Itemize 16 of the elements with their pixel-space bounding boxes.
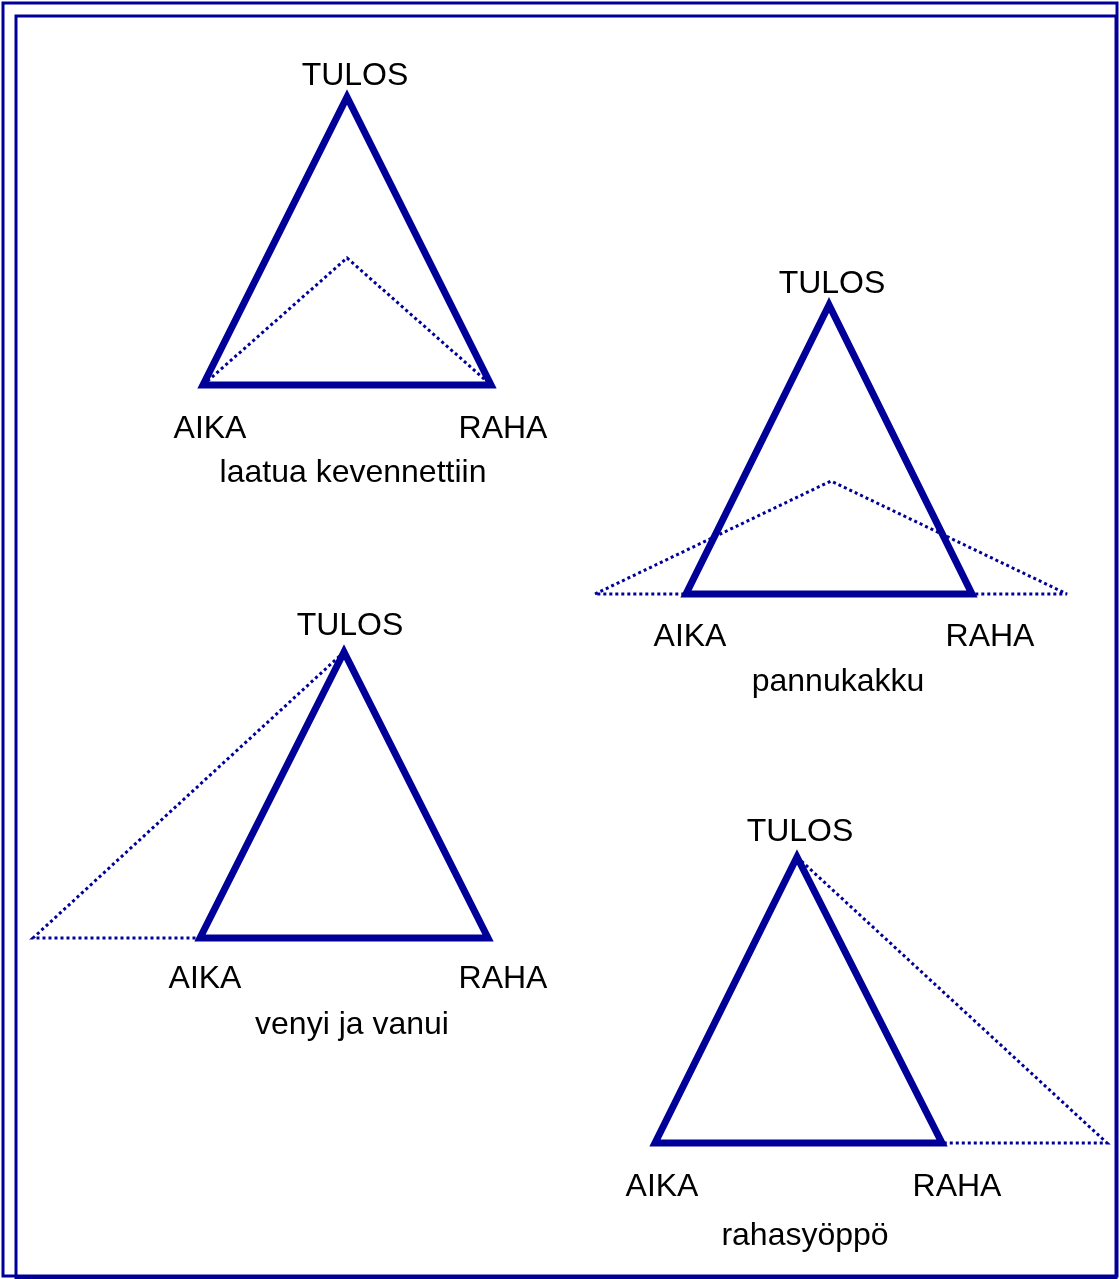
vertex-label: RAHA	[458, 410, 548, 446]
vertex-label: AIKA	[625, 1168, 699, 1204]
vertex-label: RAHA	[945, 618, 1035, 654]
vertex-label: AIKA	[653, 618, 727, 654]
triangle-caption: pannukakku	[751, 663, 925, 699]
triangle-caption: venyi ja vanui	[255, 1006, 449, 1042]
vertex-label: AIKA	[173, 410, 247, 446]
vertex-label: TULOS	[746, 813, 854, 849]
vertex-label: RAHA	[458, 960, 548, 996]
vertex-label: AIKA	[168, 960, 242, 996]
triangle-caption: rahasyöppö	[721, 1217, 889, 1253]
vertex-label: TULOS	[778, 265, 886, 301]
vertex-label: TULOS	[296, 607, 404, 643]
triangle-caption: laatua kevennettiin	[219, 454, 487, 490]
vertex-label: TULOS	[301, 57, 409, 93]
vertex-label: RAHA	[912, 1168, 1002, 1204]
